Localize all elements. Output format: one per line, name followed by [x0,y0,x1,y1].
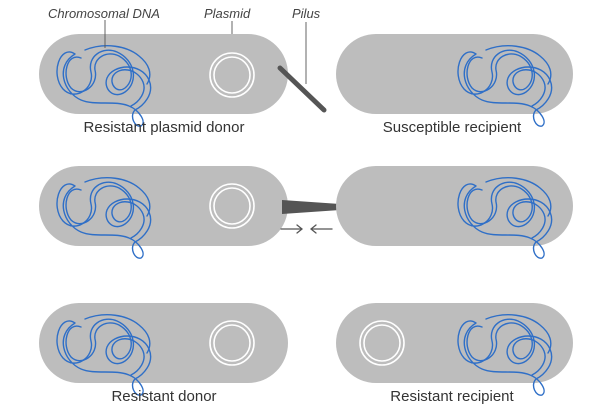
pilus-label: Pilus [292,6,321,21]
plasmid [359,320,405,366]
pilus [277,65,327,113]
row-1 [39,34,573,127]
arrow-right-icon [280,224,303,234]
donor-cell [39,303,288,383]
row-3 [39,303,573,396]
plasmid-label: Plasmid [204,6,251,21]
pilus-bridge [282,200,340,214]
caption-susceptible-recipient: Susceptible recipient [382,119,522,136]
chromosomal-dna-label: Chromosomal DNA [48,6,160,21]
caption-resistant-plasmid-donor: Resistant plasmid donor [83,119,245,136]
donor-cell [39,166,288,246]
plasmid [209,52,255,98]
plasmid [209,183,255,229]
row-2 [39,166,573,259]
caption-resistant-donor: Resistant donor [111,388,217,405]
plasmid [209,320,255,366]
arrow-left-icon [310,224,333,234]
caption-resistant-recipient: Resistant recipient [390,388,514,405]
